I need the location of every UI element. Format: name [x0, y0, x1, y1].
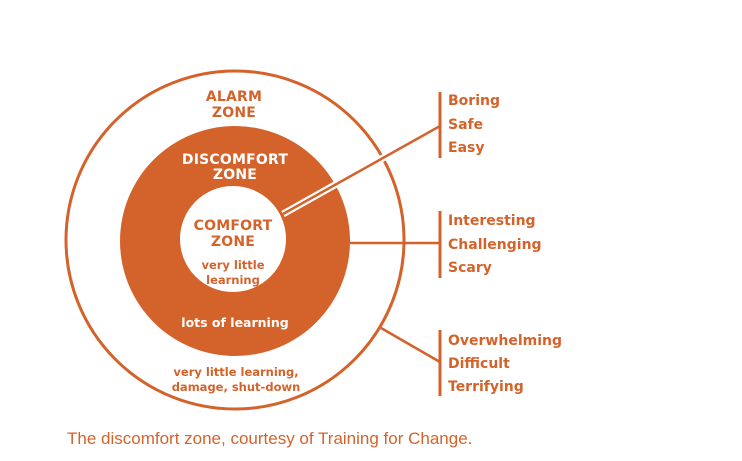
- figure-caption: The discomfort zone, courtesy of Trainin…: [67, 429, 473, 448]
- comfort-zone-title-line1: COMFORT: [194, 218, 273, 234]
- alarm-feeling-item: Difficult: [448, 356, 510, 372]
- discomfort-feeling-item: Interesting: [448, 213, 536, 229]
- comfort-zone-circle: [180, 186, 286, 292]
- alarm-zone-note-line1: very little learning,: [173, 365, 298, 379]
- alarm-zone-title-line2: ZONE: [212, 105, 256, 121]
- comfort-feeling-item: Safe: [448, 117, 483, 133]
- discomfort-feeling-item: Challenging: [448, 237, 542, 253]
- comfort-zone-note-line1: very little: [201, 258, 264, 272]
- alarm-feeling-item: Terrifying: [448, 379, 524, 395]
- alarm-feeling-item: Overwhelming: [448, 333, 562, 349]
- discomfort-zone-note: lots of learning: [181, 315, 288, 330]
- discomfort-zone-title-line1: DISCOMFORT: [182, 152, 288, 168]
- comfort-feeling-item: Easy: [448, 140, 484, 156]
- comfort-zone-title-line2: ZONE: [211, 234, 255, 250]
- alarm-zone-note-line2: damage, shut-down: [172, 380, 301, 394]
- comfort-connector-line: [282, 124, 441, 216]
- alarm-zone-circle: [64, 69, 406, 411]
- comfort-feeling-item: Boring: [448, 93, 500, 109]
- alarm-zone-title-line1: ALARM: [206, 89, 262, 105]
- discomfort-feeling-item: Scary: [448, 260, 492, 276]
- alarm-connector-line: [380, 326, 441, 364]
- comfort-zone-note-line2: learning: [206, 273, 260, 287]
- discomfort-zone-title-line2: ZONE: [213, 167, 257, 183]
